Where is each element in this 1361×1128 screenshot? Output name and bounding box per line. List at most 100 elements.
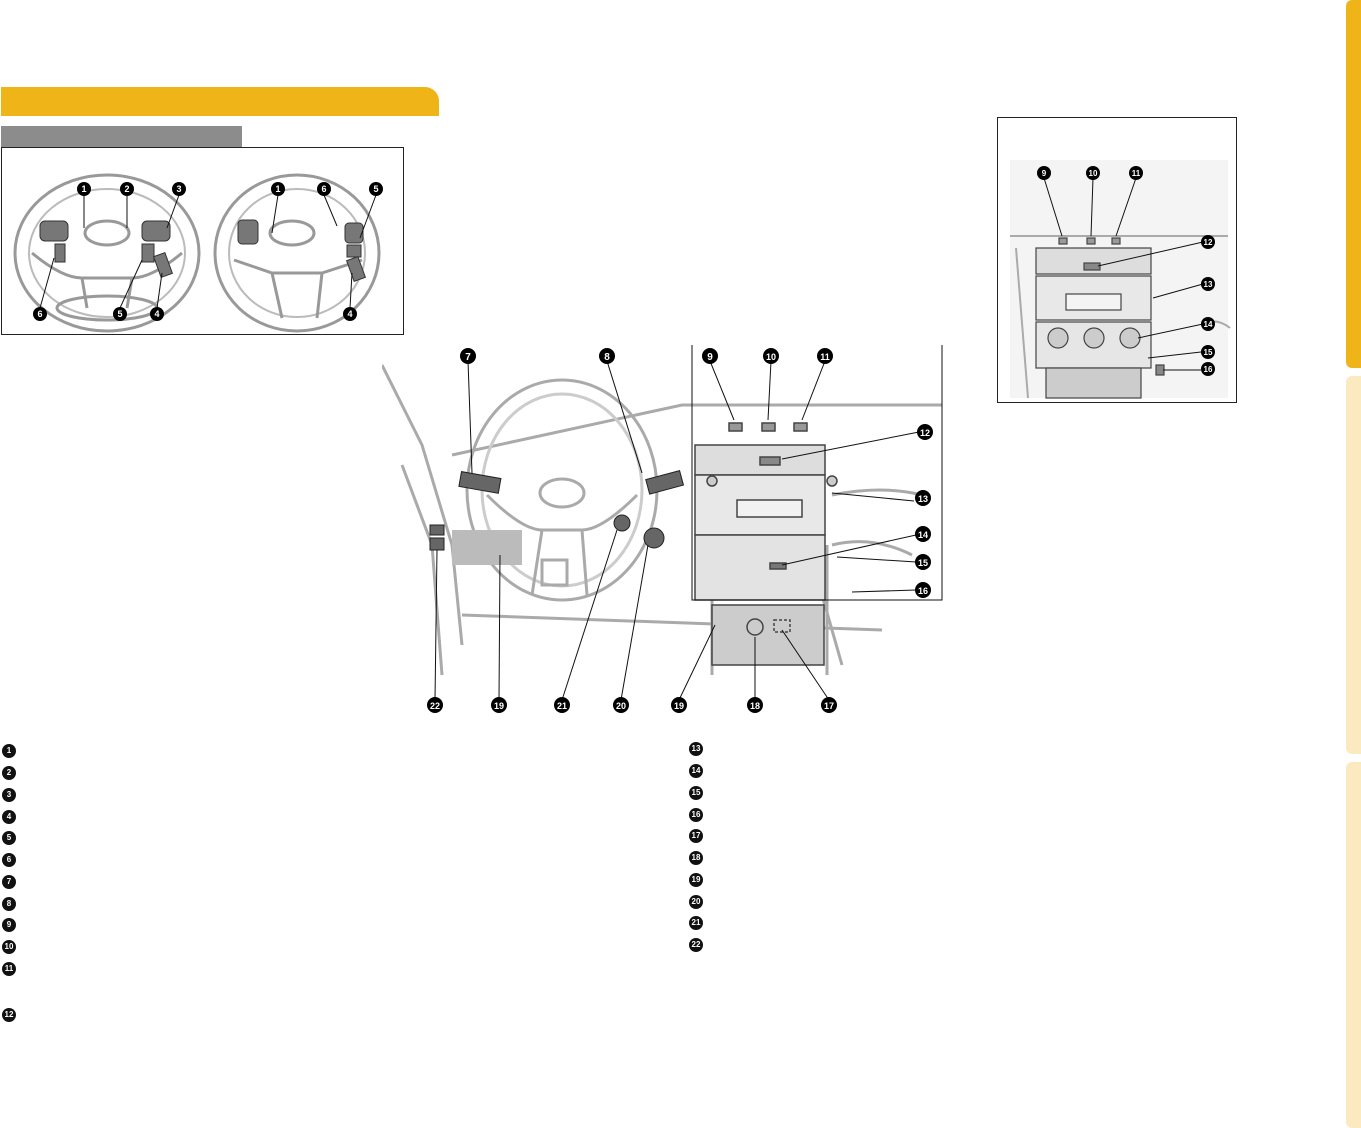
callouts-dashboard-bottom: 22 19 21 20 19 18 17 (427, 697, 837, 713)
callout-20: 20 (613, 697, 629, 713)
legend-marker-10: 10 (2, 940, 16, 954)
legend-marker-9: 9 (2, 918, 16, 932)
svg-text:6: 6 (321, 184, 326, 194)
svg-text:6: 6 (37, 309, 42, 319)
legend-marker-6: 6 (2, 853, 16, 867)
callout-9: 9 (702, 348, 718, 364)
dashboard-diagram: 7 8 9 10 11 12 13 14 15 16 22 19 21 20 1… (382, 345, 943, 713)
leader-lines-dashboard (434, 360, 920, 701)
center-stack-frame (691, 345, 943, 601)
callout-17: 17 (821, 697, 837, 713)
callout-4: 4 (150, 307, 164, 321)
svg-text:15: 15 (1204, 348, 1213, 357)
callout-12: 12 (917, 424, 933, 440)
legend-marker-21: 21 (689, 916, 703, 930)
svg-text:21: 21 (557, 701, 567, 711)
svg-text:17: 17 (824, 701, 834, 711)
svg-text:16: 16 (1204, 365, 1213, 374)
legend-marker-14: 14 (689, 764, 703, 778)
svg-text:20: 20 (616, 701, 626, 711)
steering-wheel-diagrams: 1 2 3 6 5 4 1 6 5 4 (13, 173, 383, 333)
console-inset-diagram: 9 10 11 12 13 14 15 16 (1010, 160, 1231, 399)
section-header-bar (1, 87, 439, 116)
legend-marker-17: 17 (689, 829, 703, 843)
console-inset-panel: 9 10 11 12 13 14 15 16 (997, 117, 1237, 403)
callout-18: 18 (747, 697, 763, 713)
callout-16: 16 (1201, 362, 1215, 376)
legend-marker-19: 19 (689, 873, 703, 887)
callout-15: 15 (915, 554, 931, 570)
stalks (429, 469, 685, 551)
svg-text:14: 14 (1204, 320, 1213, 329)
svg-text:19: 19 (494, 701, 504, 711)
svg-text:4: 4 (347, 309, 352, 319)
callout-9: 9 (1037, 166, 1051, 180)
svg-text:9: 9 (707, 352, 713, 363)
callout-4: 4 (343, 307, 357, 321)
callout-22: 22 (427, 697, 443, 713)
legend-marker-15: 15 (689, 786, 703, 800)
svg-text:3: 3 (176, 184, 181, 194)
callout-14: 14 (915, 526, 931, 542)
legend-marker-3: 3 (2, 788, 16, 802)
svg-text:16: 16 (918, 586, 928, 596)
svg-text:1: 1 (81, 184, 86, 194)
callouts-inset: 9 10 11 12 13 14 15 16 (1037, 166, 1215, 376)
legend-marker-5: 5 (2, 831, 16, 845)
svg-text:14: 14 (918, 530, 928, 540)
center-stack (694, 422, 838, 666)
callout-19: 19 (491, 697, 507, 713)
svg-text:13: 13 (1204, 280, 1213, 289)
subsection-header-bar (1, 126, 242, 147)
svg-text:10: 10 (766, 352, 776, 362)
callouts-dashboard-top: 7 8 9 10 11 12 13 14 15 16 (460, 348, 933, 598)
callout-2: 2 (120, 182, 134, 196)
callout-6: 6 (317, 182, 331, 196)
callout-12: 12 (1201, 235, 1215, 249)
leader-lines-inset (1043, 177, 1204, 371)
steering-wheel-right (213, 173, 381, 333)
svg-text:19: 19 (674, 701, 684, 711)
svg-text:8: 8 (604, 352, 610, 363)
callout-11: 11 (817, 348, 833, 364)
svg-text:22: 22 (430, 701, 440, 711)
svg-text:12: 12 (920, 428, 930, 438)
callout-6: 6 (33, 307, 47, 321)
svg-text:11: 11 (1132, 169, 1141, 178)
svg-text:7: 7 (465, 352, 471, 363)
callout-10: 10 (1086, 166, 1100, 180)
side-tab-active[interactable] (1346, 0, 1361, 368)
svg-text:12: 12 (1204, 238, 1213, 247)
switch-blocks-right (237, 219, 367, 283)
callout-8: 8 (599, 348, 615, 364)
callout-7: 7 (460, 348, 476, 364)
legend-marker-22: 22 (689, 938, 703, 952)
svg-text:10: 10 (1089, 169, 1098, 178)
callouts-left-wheel: 1 2 3 6 5 4 (33, 182, 186, 321)
svg-text:5: 5 (117, 309, 122, 319)
legend-marker-1: 1 (2, 744, 16, 758)
callout-19b: 19 (671, 697, 687, 713)
legend-marker-16: 16 (689, 808, 703, 822)
svg-text:9: 9 (1042, 169, 1047, 178)
callout-1: 1 (77, 182, 91, 196)
steering-column-gray (452, 530, 522, 565)
legend-marker-11: 11 (2, 962, 16, 976)
leader-lines-steering (39, 194, 377, 309)
side-tab-2[interactable] (1346, 376, 1361, 754)
callout-5: 5 (369, 182, 383, 196)
legend-marker-8: 8 (2, 897, 16, 911)
svg-text:11: 11 (820, 352, 830, 362)
callouts-right-wheel: 1 6 5 4 (271, 182, 383, 321)
callout-14: 14 (1201, 317, 1215, 331)
callout-16: 16 (915, 582, 931, 598)
switch-blocks-left (39, 220, 174, 279)
side-tab-3[interactable] (1346, 762, 1361, 1128)
svg-text:15: 15 (918, 558, 928, 568)
callout-5: 5 (113, 307, 127, 321)
callout-11: 11 (1129, 166, 1143, 180)
dashboard-outline (382, 364, 942, 676)
steering-wheel-left (13, 173, 201, 333)
legend-marker-7: 7 (2, 875, 16, 889)
legend-marker-20: 20 (689, 895, 703, 909)
